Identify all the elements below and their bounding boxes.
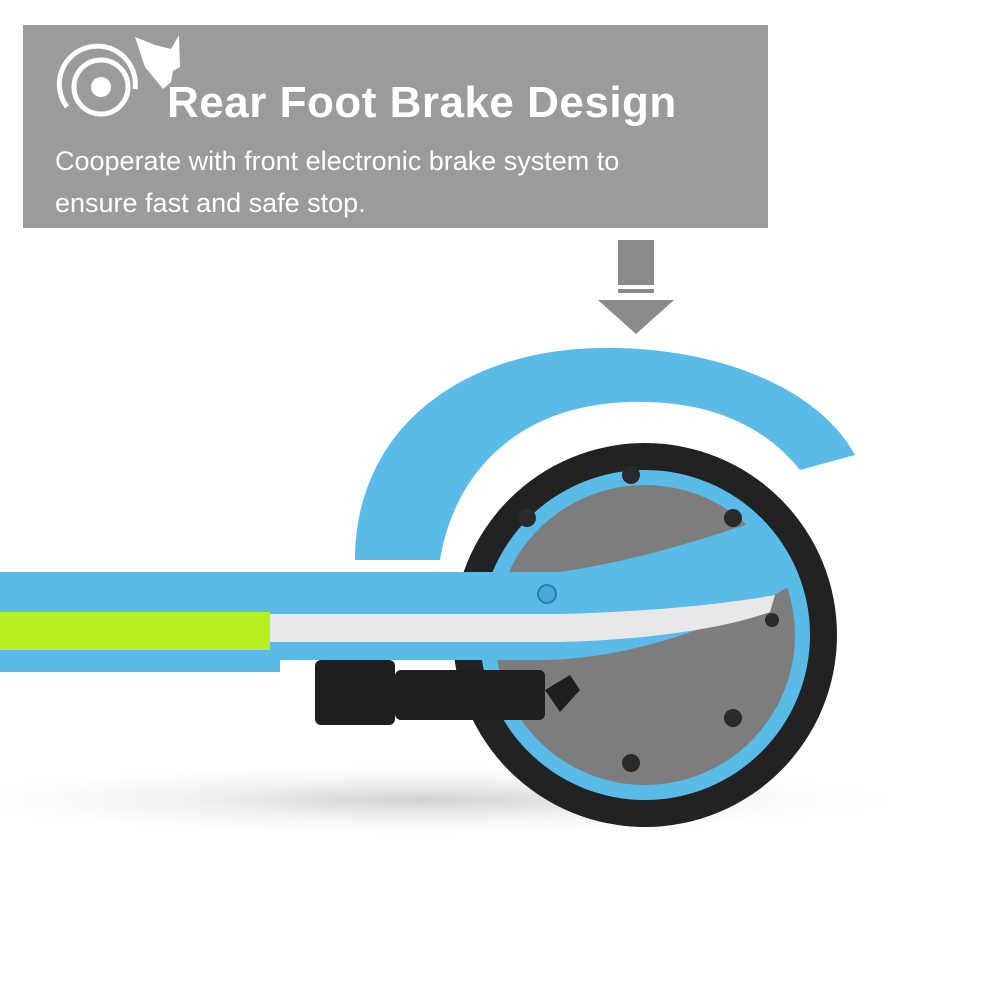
feature-banner: Rear Foot Brake Design Cooperate with fr… — [23, 25, 768, 228]
down-arrow-icon — [598, 240, 674, 334]
scooter-deck — [0, 520, 800, 672]
banner-description: Cooperate with front electronic brake sy… — [55, 140, 755, 224]
brake-wheel-foot-icon — [56, 35, 180, 117]
kickstand — [315, 660, 580, 725]
description-line-1: Cooperate with front electronic brake sy… — [55, 146, 620, 176]
rear-fender — [355, 347, 855, 560]
brake-pivot-screw — [537, 584, 557, 604]
ground-shadow — [0, 760, 940, 840]
banner-title: Rear Foot Brake Design — [167, 78, 677, 127]
description-line-2: ensure fast and safe stop. — [55, 188, 366, 218]
